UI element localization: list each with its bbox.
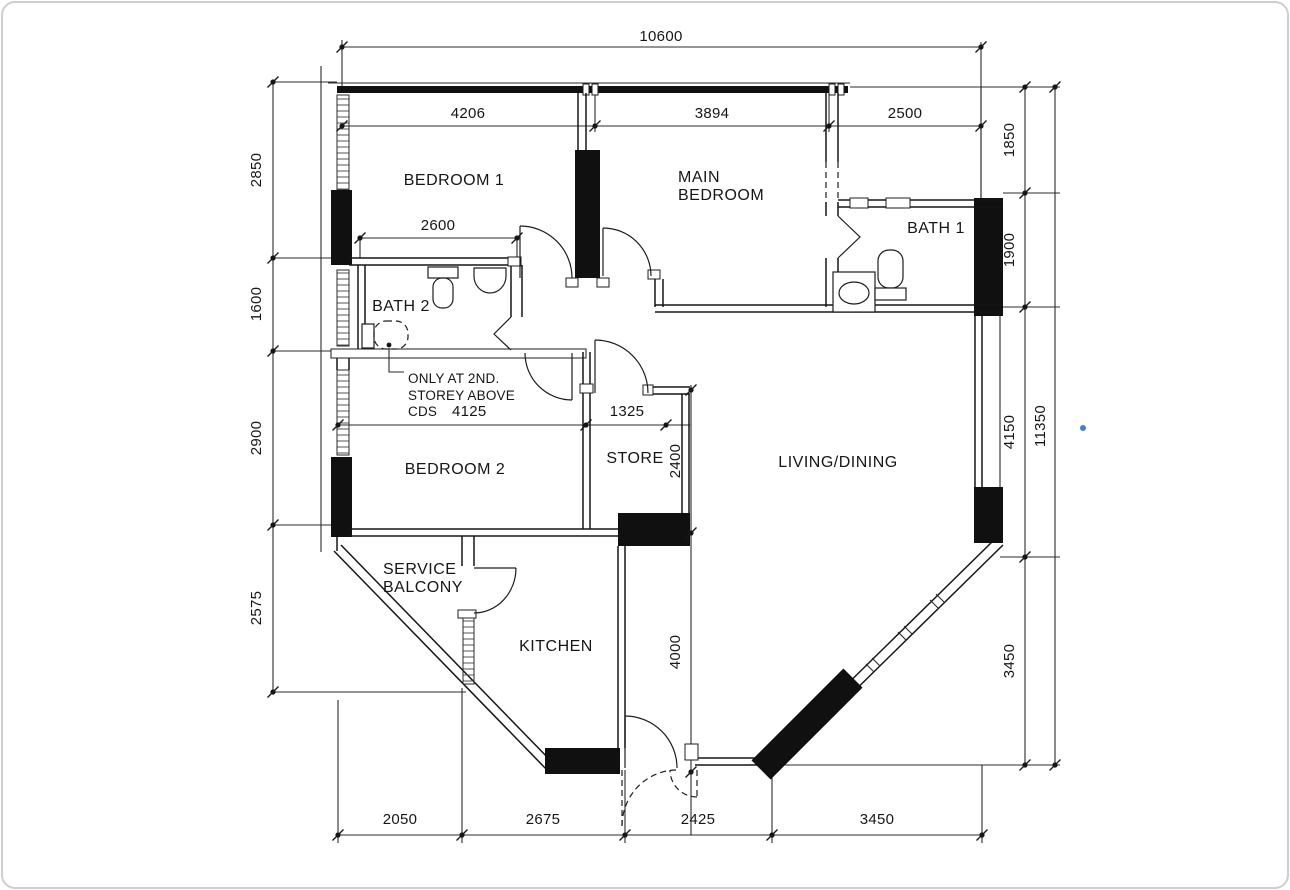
note-labels: ONLY AT 2ND. STOREY ABOVE CDS <box>408 371 515 419</box>
room-label-bath1: BATH 1 <box>907 220 965 237</box>
dim-bath2-width: 2600 <box>421 217 456 234</box>
doors <box>473 215 861 769</box>
note-line-2: STOREY ABOVE <box>408 388 515 403</box>
dimension-ticks <box>266 40 1062 842</box>
room-label-bedroom1: BEDROOM 1 <box>404 172 505 189</box>
dim-right-1: 1850 <box>1001 123 1018 158</box>
dim-bedroom2-width: 4125 <box>452 403 487 420</box>
dim-store-width: 1325 <box>610 403 645 420</box>
exterior-walls <box>331 83 1004 780</box>
note-line-3: CDS <box>408 404 437 419</box>
dim-store-depth: 2400 <box>667 444 684 479</box>
dim-top-2: 3894 <box>695 105 730 122</box>
bath2-fixtures <box>361 266 507 373</box>
room-labels: BEDROOM 1 MAIN BEDROOM BATH 1 BATH 2 BED… <box>372 169 965 655</box>
basin-icon <box>838 281 870 305</box>
main-bedroom-door-arc <box>602 227 652 277</box>
dim-overall-width: 10600 <box>639 28 682 45</box>
room-label-main-bedroom-1: MAIN <box>678 169 720 186</box>
toilet-icon <box>427 266 459 279</box>
vent-window-dashed <box>825 162 839 202</box>
future-toilet-dashed-icon <box>373 320 409 350</box>
dim-kitchen-depth: 4000 <box>667 635 684 670</box>
room-label-kitchen: KITCHEN <box>519 638 593 655</box>
entrance-door-outswing <box>621 769 698 827</box>
dim-bottom-4: 3450 <box>860 811 895 828</box>
kitchen-door-arc <box>473 567 517 614</box>
interior-walls <box>330 93 1003 761</box>
dim-overall-height: 11350 <box>1032 405 1049 447</box>
bath1-bifold-door <box>837 215 861 259</box>
room-label-living-dining: LIVING/DINING <box>778 454 897 471</box>
dimension-lines <box>272 40 1060 843</box>
dim-right-4: 3450 <box>1001 644 1018 679</box>
room-label-main-bedroom-2: BEDROOM <box>678 187 764 204</box>
dim-left-2: 1600 <box>248 287 265 322</box>
toilet-icon <box>877 249 904 289</box>
dim-left-3: 2900 <box>248 421 265 456</box>
note-leader-line <box>388 348 404 373</box>
dim-top-3: 2500 <box>888 105 923 122</box>
dim-bottom-1: 2050 <box>383 811 418 828</box>
room-label-store: STORE <box>606 450 663 467</box>
store-door-arc <box>594 339 649 394</box>
dim-right-3: 4150 <box>1001 415 1018 450</box>
diagonal-window-ticks <box>865 593 945 673</box>
room-label-bedroom2: BEDROOM 2 <box>405 461 506 478</box>
note-line-1: ONLY AT 2ND. <box>408 371 499 386</box>
entrance-door-arc <box>624 715 678 769</box>
dim-bottom-3: 2425 <box>681 811 716 828</box>
future-toilet-cistern-icon <box>361 323 375 349</box>
dim-right-2: 1900 <box>1001 233 1018 268</box>
dim-top-1: 4206 <box>451 105 486 122</box>
bedroom1-door-arc <box>519 225 573 279</box>
basin-icon <box>473 267 507 294</box>
dim-left-1: 2850 <box>248 153 265 188</box>
room-label-service-balcony-1: SERVICE <box>383 561 456 578</box>
dimension-labels: 10600 4206 3894 2500 2850 1600 2900 2575… <box>248 28 1049 828</box>
room-label-bath2: BATH 2 <box>372 298 430 315</box>
dim-left-4: 2575 <box>248 591 265 626</box>
dim-bottom-2: 2675 <box>526 811 561 828</box>
bath2-bifold-door <box>493 316 512 351</box>
corridor-door-arc <box>524 352 573 401</box>
room-label-service-balcony-2: BALCONY <box>383 579 463 596</box>
blue-dot <box>1080 425 1086 431</box>
bath1-fixtures <box>832 249 907 313</box>
